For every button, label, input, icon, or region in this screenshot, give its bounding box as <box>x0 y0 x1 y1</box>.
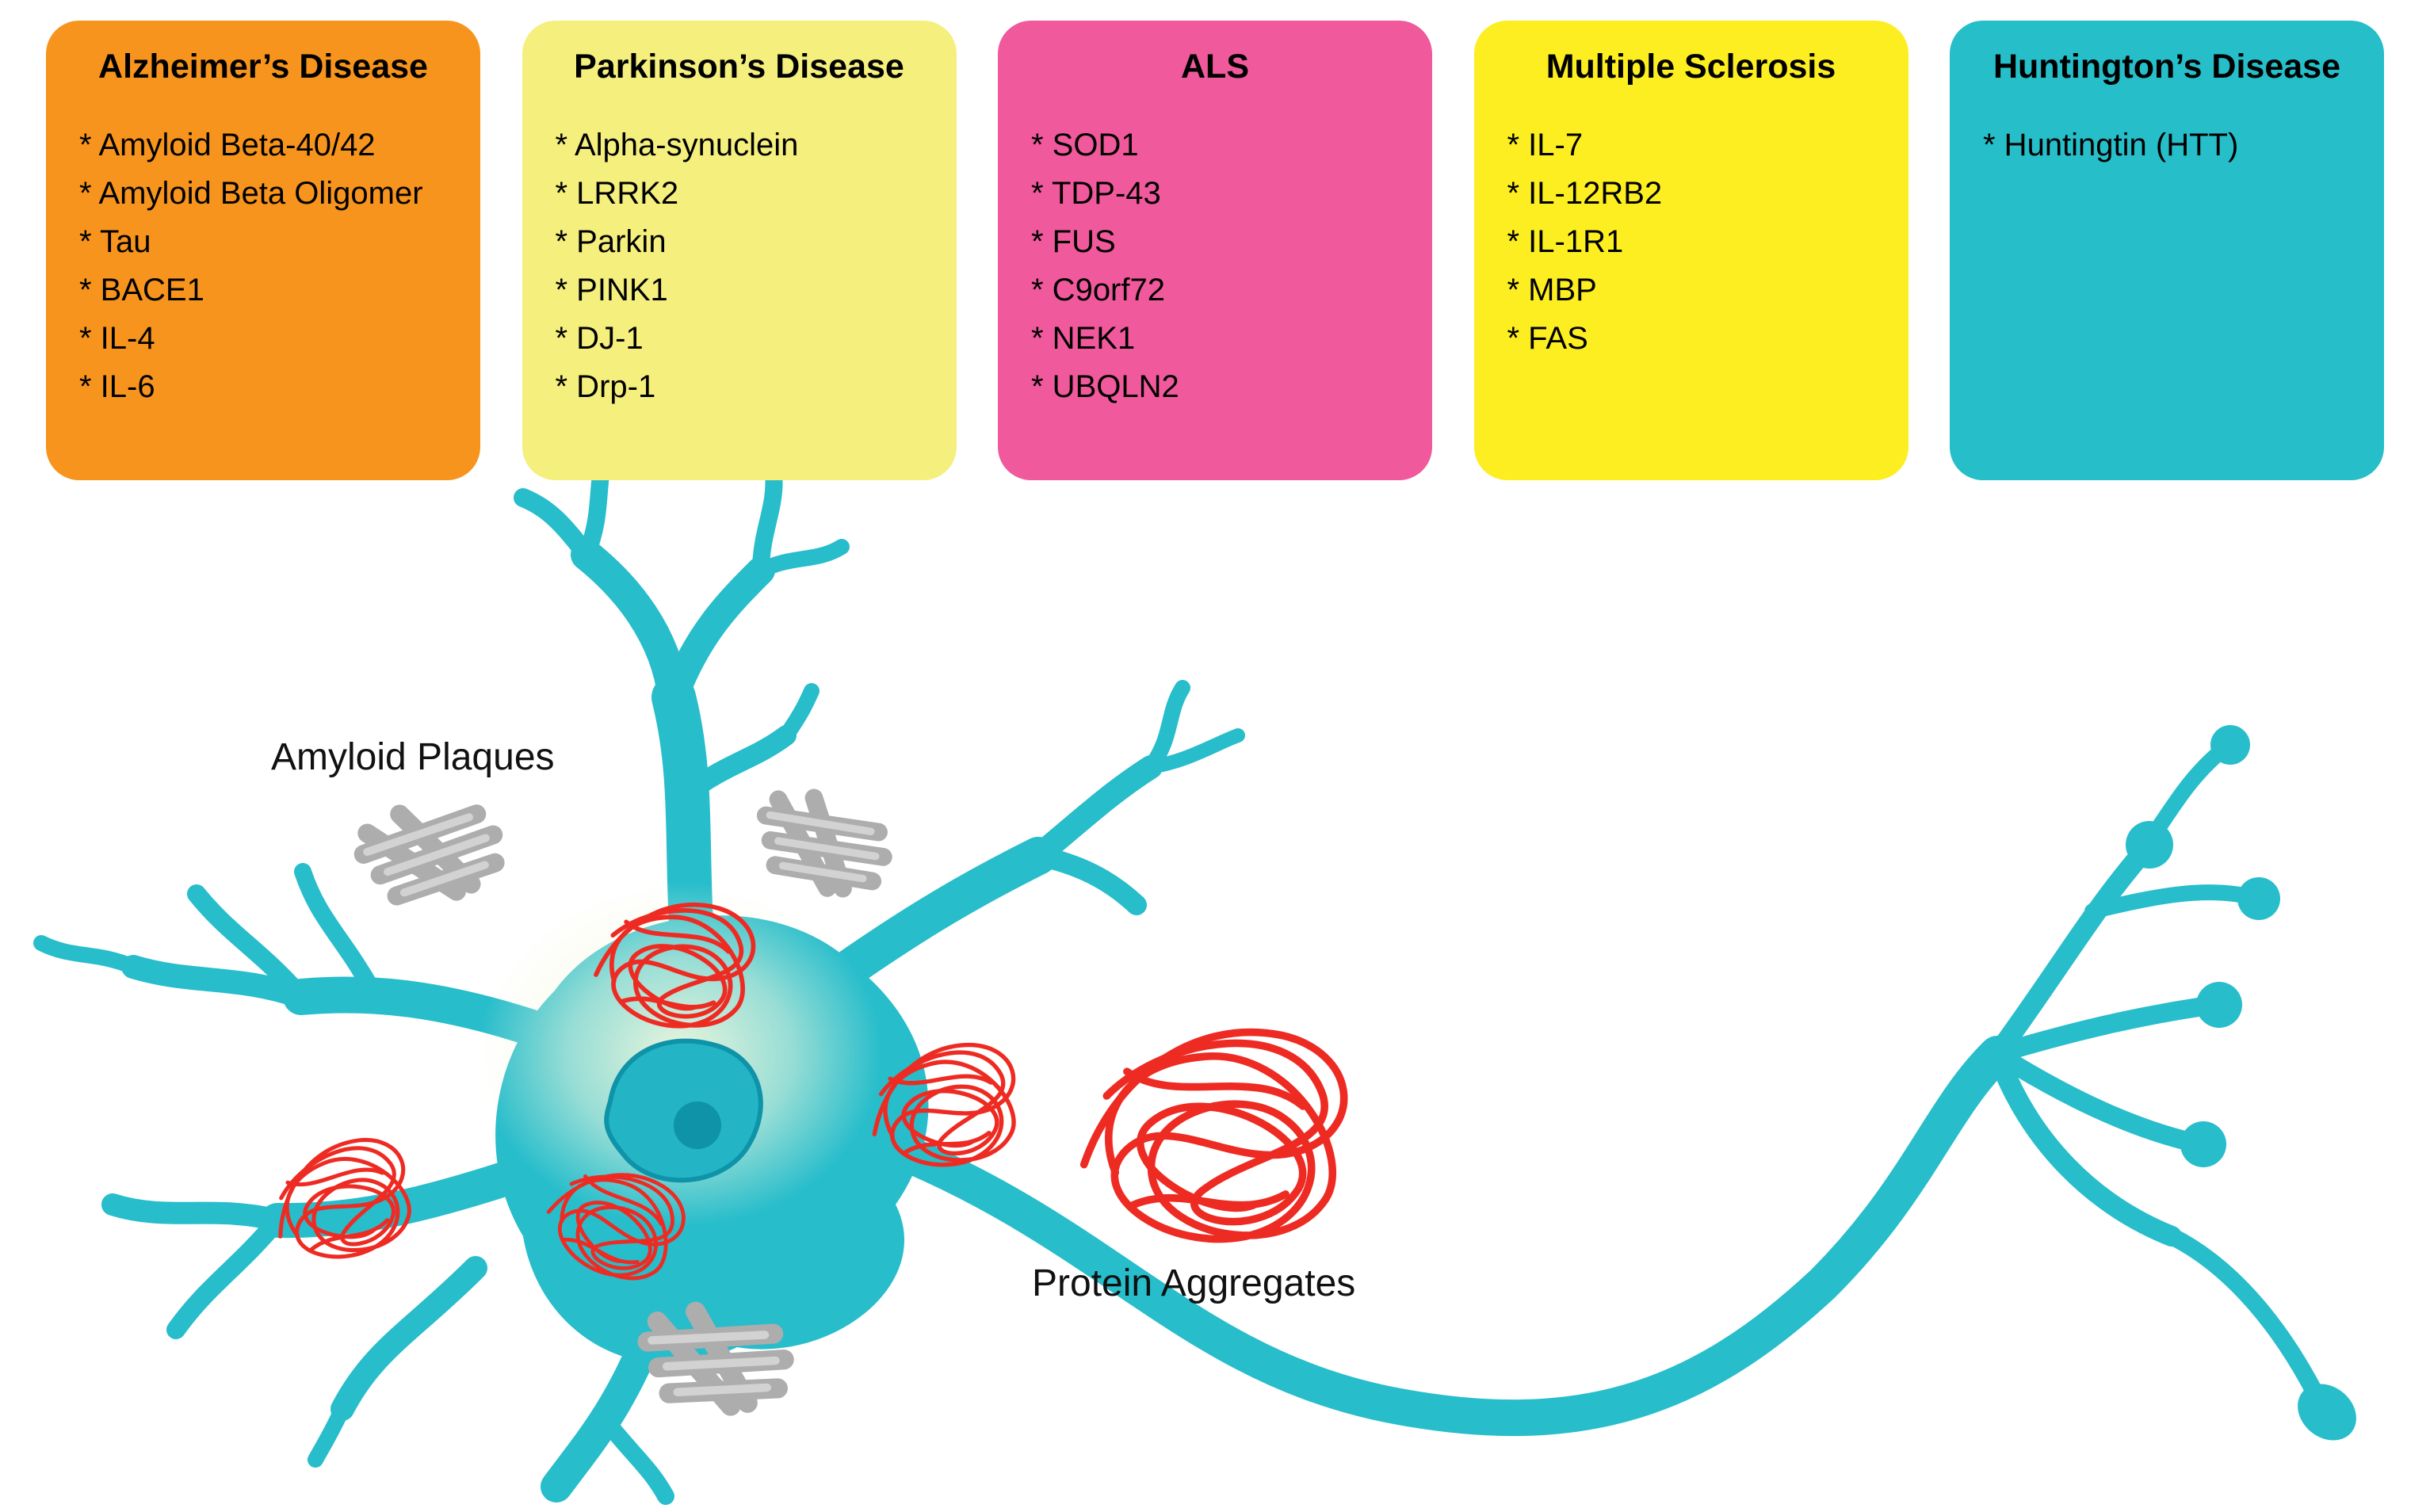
amyloid-plaque <box>357 796 502 909</box>
marker-item: * TDP-43 <box>1031 176 1161 211</box>
axon-terminals <box>1987 725 2356 1441</box>
synaptic-bouton <box>2298 1384 2356 1441</box>
nucleolus <box>674 1102 721 1149</box>
marker-item: * MBP <box>1507 273 1597 307</box>
synaptic-bouton <box>2210 725 2250 765</box>
marker-item: * Drp-1 <box>555 369 656 404</box>
marker-list: * SOD1 * TDP-43 * FUS * C9orf72 * NEK1 * UBQL… <box>998 121 1432 411</box>
disease-title: Huntington’s Disease <box>1993 48 2341 86</box>
disease-box-alzheimers: Alzheimer’s Disease * Amyloid Beta-40/42… <box>46 21 480 480</box>
disease-title: Alzheimer’s Disease <box>98 48 428 86</box>
marker-item: * DJ-1 <box>555 321 644 356</box>
axon <box>877 725 2356 1441</box>
marker-item: * FAS <box>1507 321 1588 356</box>
marker-item: * C9orf72 <box>1031 273 1165 307</box>
disease-box-row: Alzheimer’s Disease * Amyloid Beta-40/42… <box>0 21 2430 480</box>
marker-item: * IL-6 <box>79 369 155 404</box>
marker-item: * IL-7 <box>1507 128 1584 162</box>
disease-title: Parkinson’s Disease <box>574 48 904 86</box>
disease-title: ALS <box>1181 48 1249 86</box>
synaptic-bouton <box>2180 1121 2226 1167</box>
synaptic-bouton <box>2237 877 2280 920</box>
marker-item: * Alpha-synuclein <box>555 128 799 162</box>
disease-title: Multiple Sclerosis <box>1545 48 1836 86</box>
marker-item: * BACE1 <box>79 273 204 307</box>
protein-aggregate <box>1080 1024 1347 1246</box>
marker-item: * PINK1 <box>555 273 668 307</box>
soma <box>478 881 929 1364</box>
marker-item: * UBQLN2 <box>1031 369 1179 404</box>
dendrites <box>33 449 1245 1505</box>
disease-box-huntingtons: Huntington’s Disease * Huntingtin (HTT) <box>1950 21 2384 480</box>
marker-item: * LRRK2 <box>555 176 679 211</box>
marker-list: * IL-7 * IL-12RB2 * IL-1R1 * MBP * FAS <box>1474 121 1908 363</box>
protein-aggregates-label: Protein Aggregates <box>1032 1262 1356 1304</box>
disease-box-multiple-sclerosis: Multiple Sclerosis * IL-7* IL-12RB2* IL-… <box>1473 21 1908 480</box>
marker-item: * IL-1R1 <box>1507 224 1624 259</box>
amyloid-plaques-label: Amyloid Plaques <box>271 736 555 778</box>
marker-item: * Amyloid Beta Oligomer <box>79 176 423 211</box>
marker-item: * Amyloid Beta-40/42 <box>79 128 376 162</box>
marker-item: * SOD1 <box>1031 128 1139 162</box>
amyloid-plaque <box>751 787 893 901</box>
marker-list: * Alpha-synuclein * LRRK2 * Parkin * PINK1 *… <box>522 121 957 411</box>
marker-list: * Amyloid Beta-40/42 * Amyloid Beta Oligo… <box>46 121 480 411</box>
disease-box-parkinsons: Parkinson’s Disease * Alpha-synuclein * L… <box>522 21 957 480</box>
synaptic-bouton <box>2196 982 2242 1028</box>
marker-item: * Huntingtin (HTT) <box>1983 128 2239 162</box>
marker-item: * FUS <box>1031 224 1116 259</box>
marker-item: * IL-4 <box>79 321 155 356</box>
synaptic-bouton <box>2126 821 2173 869</box>
marker-item: * Tau <box>79 224 151 259</box>
marker-item: * Parkin <box>555 224 667 259</box>
marker-item: * NEK1 <box>1031 321 1136 356</box>
marker-list: * Huntingtin (HTT) <box>1950 121 2384 170</box>
disease-box-als: ALS * SOD1* TDP-43* FUS* C9orf72* NEK1* … <box>998 21 1432 480</box>
marker-item: * IL-12RB2 <box>1507 176 1663 211</box>
